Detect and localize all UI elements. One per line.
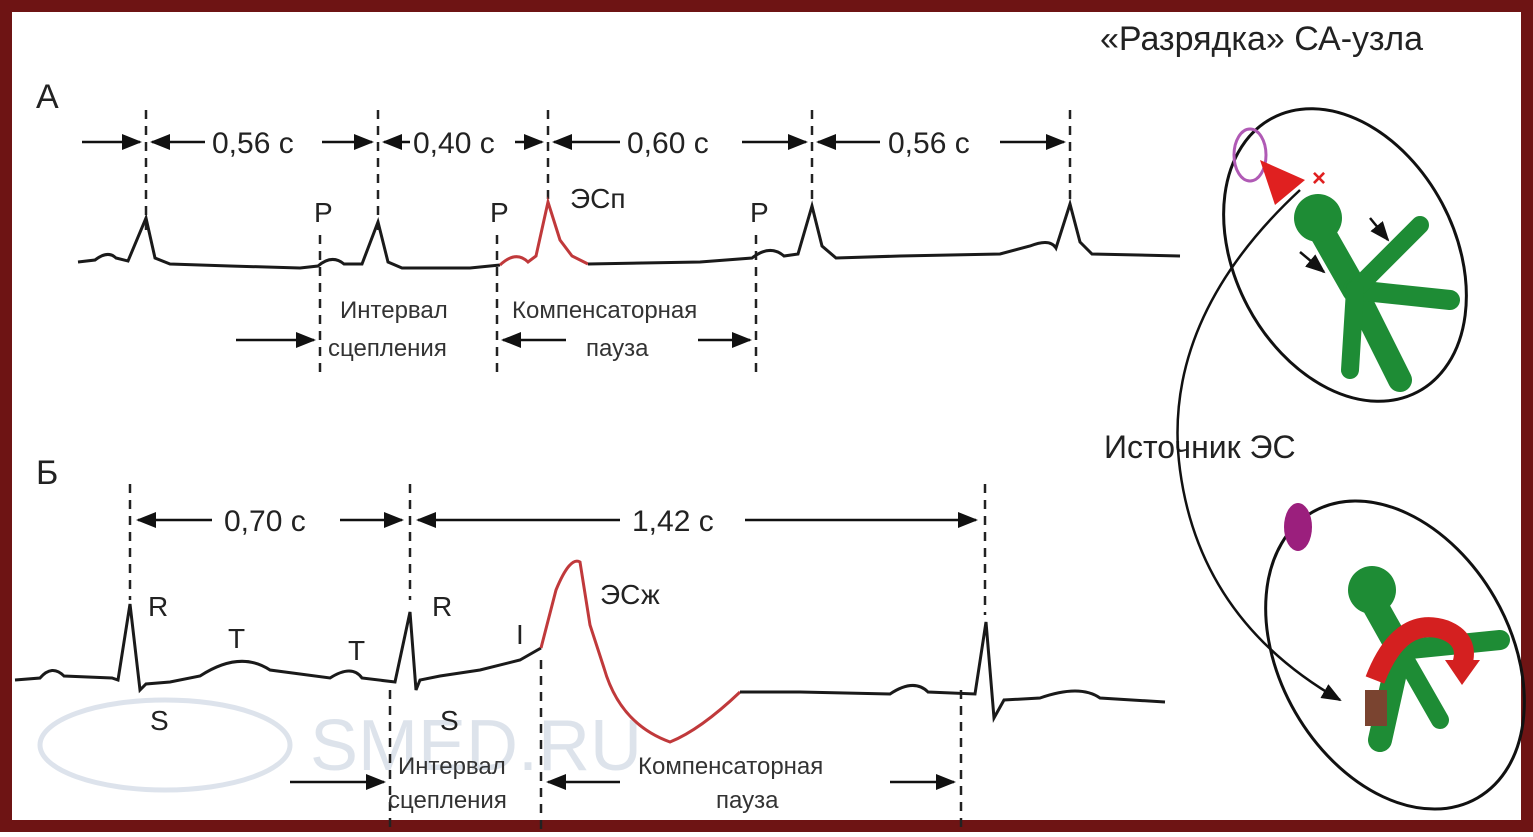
extrasystole-label: ЭСж [600, 579, 660, 610]
panel-a-label: А [36, 78, 59, 116]
ecg-trace-b [14, 603, 542, 694]
interval-label: 0,40 с [413, 127, 495, 160]
watermark: SMED.RU [37, 697, 642, 793]
ectopic-reentry-arrow [1365, 617, 1474, 684]
sa-node-focus [1232, 127, 1268, 183]
panel-b-label: Б [36, 454, 58, 492]
compensatory-pause-label: пауза [716, 787, 779, 814]
conduction-arrow [1299, 251, 1326, 274]
ecg-trace-a2 [587, 198, 1181, 266]
ectopic-focus [1365, 690, 1387, 726]
av-node [1294, 194, 1342, 242]
s-wave-label: S [150, 705, 169, 736]
t-wave-label: T [228, 623, 245, 654]
sa-node-discharge-label: «Разрядка» СА-узла [1100, 20, 1423, 58]
schematic-outline [1264, 499, 1526, 811]
ecg-trace-a [77, 213, 501, 270]
coupling-interval-label: Интервал [398, 753, 506, 780]
ecg-ectopic-qrs-b [539, 559, 742, 744]
conduction-arrow [1369, 217, 1390, 242]
p-wave-label: Р [490, 197, 509, 228]
interval-label: 0,56 с [212, 127, 294, 160]
ecg-ectopic-p-a [498, 196, 589, 267]
interval-label: 0,56 с [888, 127, 970, 160]
sa-node-schematic: × [1222, 107, 1468, 403]
t-wave-label: T [348, 635, 365, 666]
p-wave-label: Р [750, 197, 769, 228]
p-wave-label: Р [314, 197, 333, 228]
block-mark: × [1312, 165, 1326, 192]
r-wave-label: R [432, 591, 452, 622]
watermark-logo [37, 697, 293, 793]
ectopic-arrowhead [1445, 660, 1480, 685]
extrasystole-source-label: Источник ЭС [1104, 429, 1296, 465]
coupling-interval-label: сцепления [328, 335, 447, 362]
i-wave-label: I [516, 619, 524, 650]
source-pointer-line [1176, 189, 1342, 702]
conduction-tree [1305, 212, 1460, 392]
r-wave-label: R [148, 591, 168, 622]
panel-a-guides [144, 110, 1072, 378]
sa-node-focus [1284, 503, 1312, 551]
interval-label: 0,60 с [627, 127, 709, 160]
compensatory-pause-label: Компенсаторная [512, 297, 697, 324]
compensatory-pause-label: пауза [586, 335, 649, 362]
interval-label: 0,70 с [224, 505, 306, 538]
watermark-text: SMED.RU [310, 706, 642, 786]
compensatory-pause-label: Компенсаторная [638, 753, 823, 780]
coupling-interval-label: Интервал [340, 297, 448, 324]
ecg-trace-b2 [740, 621, 1166, 724]
s-wave-label: S [440, 705, 459, 736]
ventricular-schematic [1264, 499, 1526, 811]
extrasystole-label: ЭСп [570, 183, 626, 214]
schematic-outline [1222, 107, 1468, 403]
panel-b-guides [128, 484, 987, 832]
blocked-impulse-arrow [1260, 160, 1305, 205]
interval-label: 1,42 с [632, 505, 714, 538]
coupling-interval-label: сцепления [388, 787, 507, 814]
av-node [1348, 566, 1396, 614]
